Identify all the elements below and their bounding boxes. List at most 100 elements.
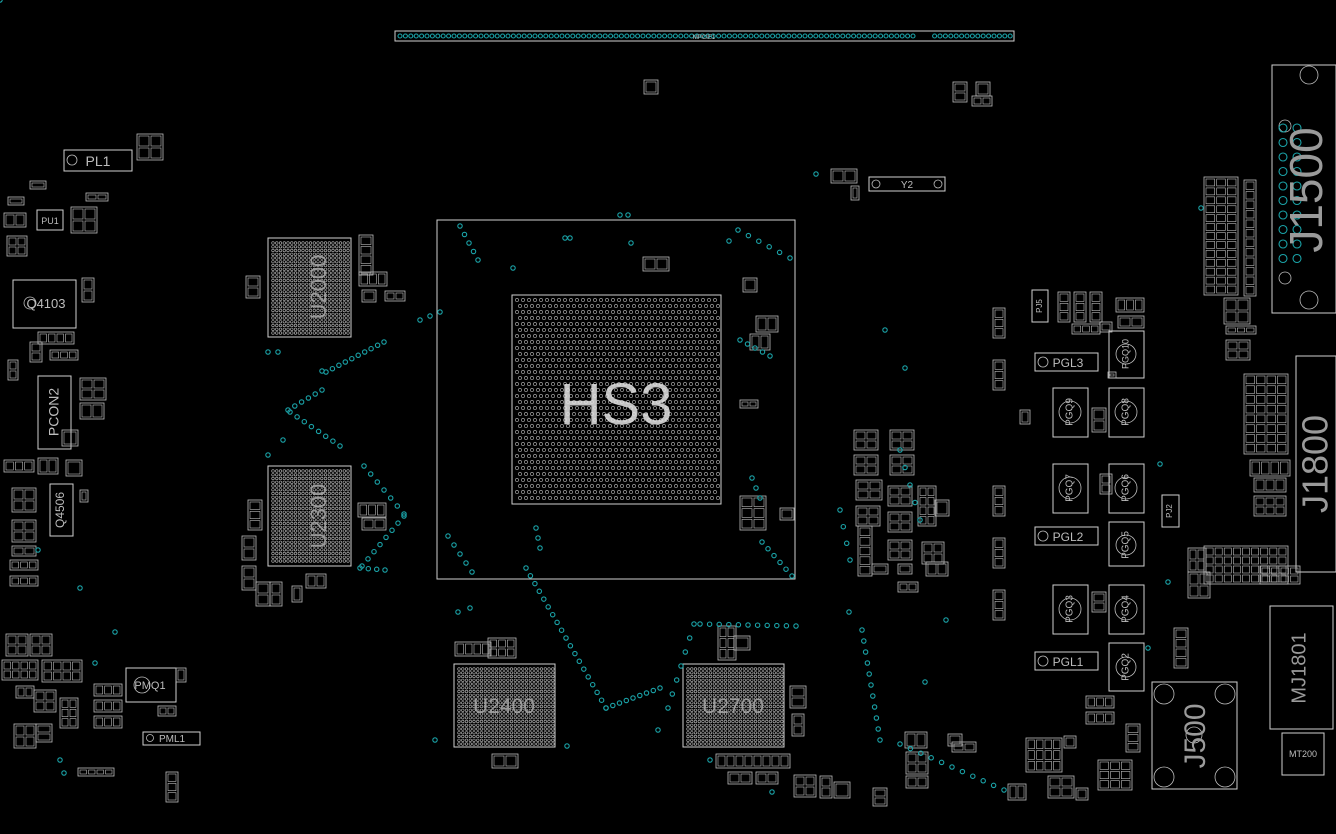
passive-part[interactable] [1125, 723, 1141, 753]
passive-part[interactable] [1203, 545, 1289, 585]
passive-part[interactable] [33, 689, 57, 713]
passive-part[interactable] [1115, 297, 1145, 313]
passive-part[interactable] [897, 581, 919, 593]
passive-part[interactable] [1225, 325, 1257, 335]
pmq1-component[interactable]: PMQ1 [125, 667, 177, 703]
j1800-connector[interactable]: J1800 [1295, 355, 1336, 573]
passive-part[interactable] [357, 502, 387, 518]
passive-part[interactable] [921, 541, 945, 565]
passive-part[interactable] [853, 454, 879, 476]
passive-part[interactable] [739, 495, 767, 531]
passive-part[interactable] [7, 196, 25, 206]
pgq7-mosfet[interactable]: PGQ7 [1052, 463, 1089, 514]
passive-part[interactable] [733, 635, 751, 651]
passive-part[interactable] [992, 537, 1006, 569]
passive-part[interactable] [61, 429, 79, 447]
passive-part[interactable] [93, 715, 123, 729]
passive-part[interactable] [49, 349, 79, 361]
pu1-component[interactable]: PU1 [36, 209, 64, 231]
passive-part[interactable] [1187, 547, 1207, 573]
passive-part[interactable] [6, 235, 28, 257]
passive-part[interactable] [992, 307, 1006, 339]
passive-part[interactable] [37, 457, 59, 475]
passive-part[interactable] [1253, 477, 1287, 493]
passive-part[interactable] [1007, 783, 1027, 801]
top-connector[interactable]: MPCIE1 [394, 30, 1015, 42]
passive-part[interactable] [1089, 291, 1103, 323]
passive-part[interactable] [1187, 571, 1211, 599]
passive-part[interactable] [9, 559, 39, 571]
passive-part[interactable] [1099, 473, 1113, 495]
passive-part[interactable] [291, 585, 303, 603]
passive-part[interactable] [358, 271, 388, 287]
passive-part[interactable] [1099, 321, 1113, 333]
passive-part[interactable] [779, 507, 795, 521]
passive-part[interactable] [157, 705, 177, 717]
passive-part[interactable] [755, 315, 779, 333]
passive-part[interactable] [855, 505, 881, 527]
passive-part[interactable] [358, 234, 374, 276]
passive-part[interactable] [7, 359, 19, 381]
passive-part[interactable] [904, 731, 928, 749]
passive-part[interactable] [1025, 737, 1063, 773]
passive-part[interactable] [269, 581, 283, 607]
passive-part[interactable] [245, 275, 261, 299]
passive-part[interactable] [487, 637, 517, 659]
pgq3-mosfet[interactable]: PGQ3 [1052, 584, 1089, 635]
passive-part[interactable] [136, 133, 164, 161]
passive-part[interactable] [247, 499, 263, 531]
passive-part[interactable] [643, 79, 659, 95]
passive-part[interactable] [971, 95, 993, 107]
passive-part[interactable] [1, 659, 39, 681]
y2-crystal[interactable]: Y2 [868, 176, 946, 192]
passive-part[interactable] [739, 399, 759, 409]
mj1801-connector[interactable]: MJ1801 [1269, 605, 1334, 730]
passive-part[interactable] [491, 753, 519, 769]
passive-part[interactable] [11, 487, 37, 513]
passive-part[interactable] [789, 685, 807, 709]
passive-part[interactable] [241, 565, 257, 591]
passive-part[interactable] [77, 767, 115, 777]
passive-part[interactable] [1249, 459, 1291, 477]
passive-part[interactable] [85, 192, 109, 202]
passive-part[interactable] [1047, 775, 1075, 799]
passive-part[interactable] [887, 539, 913, 561]
passive-part[interactable] [905, 751, 929, 775]
passive-part[interactable] [41, 659, 83, 683]
passive-part[interactable] [93, 683, 123, 697]
pgq9-mosfet[interactable]: PGQ9 [1052, 387, 1089, 438]
passive-part[interactable] [755, 771, 779, 785]
passive-part[interactable] [951, 741, 977, 753]
passive-part[interactable] [917, 485, 937, 527]
passive-part[interactable] [81, 277, 95, 303]
passive-part[interactable] [742, 277, 758, 293]
passive-part[interactable] [793, 774, 817, 798]
passive-part[interactable] [897, 563, 913, 575]
passive-part[interactable] [992, 359, 1006, 391]
passive-part[interactable] [1097, 759, 1133, 791]
u2400-component[interactable]: U2400 [453, 663, 556, 748]
pj5-component[interactable]: PJ5 [1031, 289, 1049, 323]
passive-part[interactable] [871, 563, 889, 575]
passive-part[interactable] [79, 489, 89, 503]
u2700-component[interactable]: U2700 [682, 663, 785, 748]
passive-part[interactable] [992, 589, 1006, 621]
passive-part[interactable] [1071, 323, 1101, 335]
pgl3-inductor[interactable]: PGL3 [1034, 352, 1099, 372]
passive-part[interactable] [29, 180, 47, 190]
u2300-component[interactable]: U2300 [267, 465, 352, 567]
passive-part[interactable] [1019, 409, 1031, 425]
passive-part[interactable] [1073, 291, 1087, 323]
passive-part[interactable] [5, 633, 29, 657]
passive-part[interactable] [1225, 339, 1251, 361]
pl1-component[interactable]: PL1 [63, 149, 133, 172]
pgq5-mosfet[interactable]: PGQ5 [1108, 521, 1145, 567]
passive-part[interactable] [37, 331, 75, 345]
passive-part[interactable] [1057, 291, 1071, 323]
passive-part[interactable] [642, 256, 670, 272]
passive-part[interactable] [11, 519, 37, 543]
passive-part[interactable] [857, 525, 873, 577]
passive-part[interactable] [833, 781, 851, 799]
passive-part[interactable] [70, 206, 98, 234]
